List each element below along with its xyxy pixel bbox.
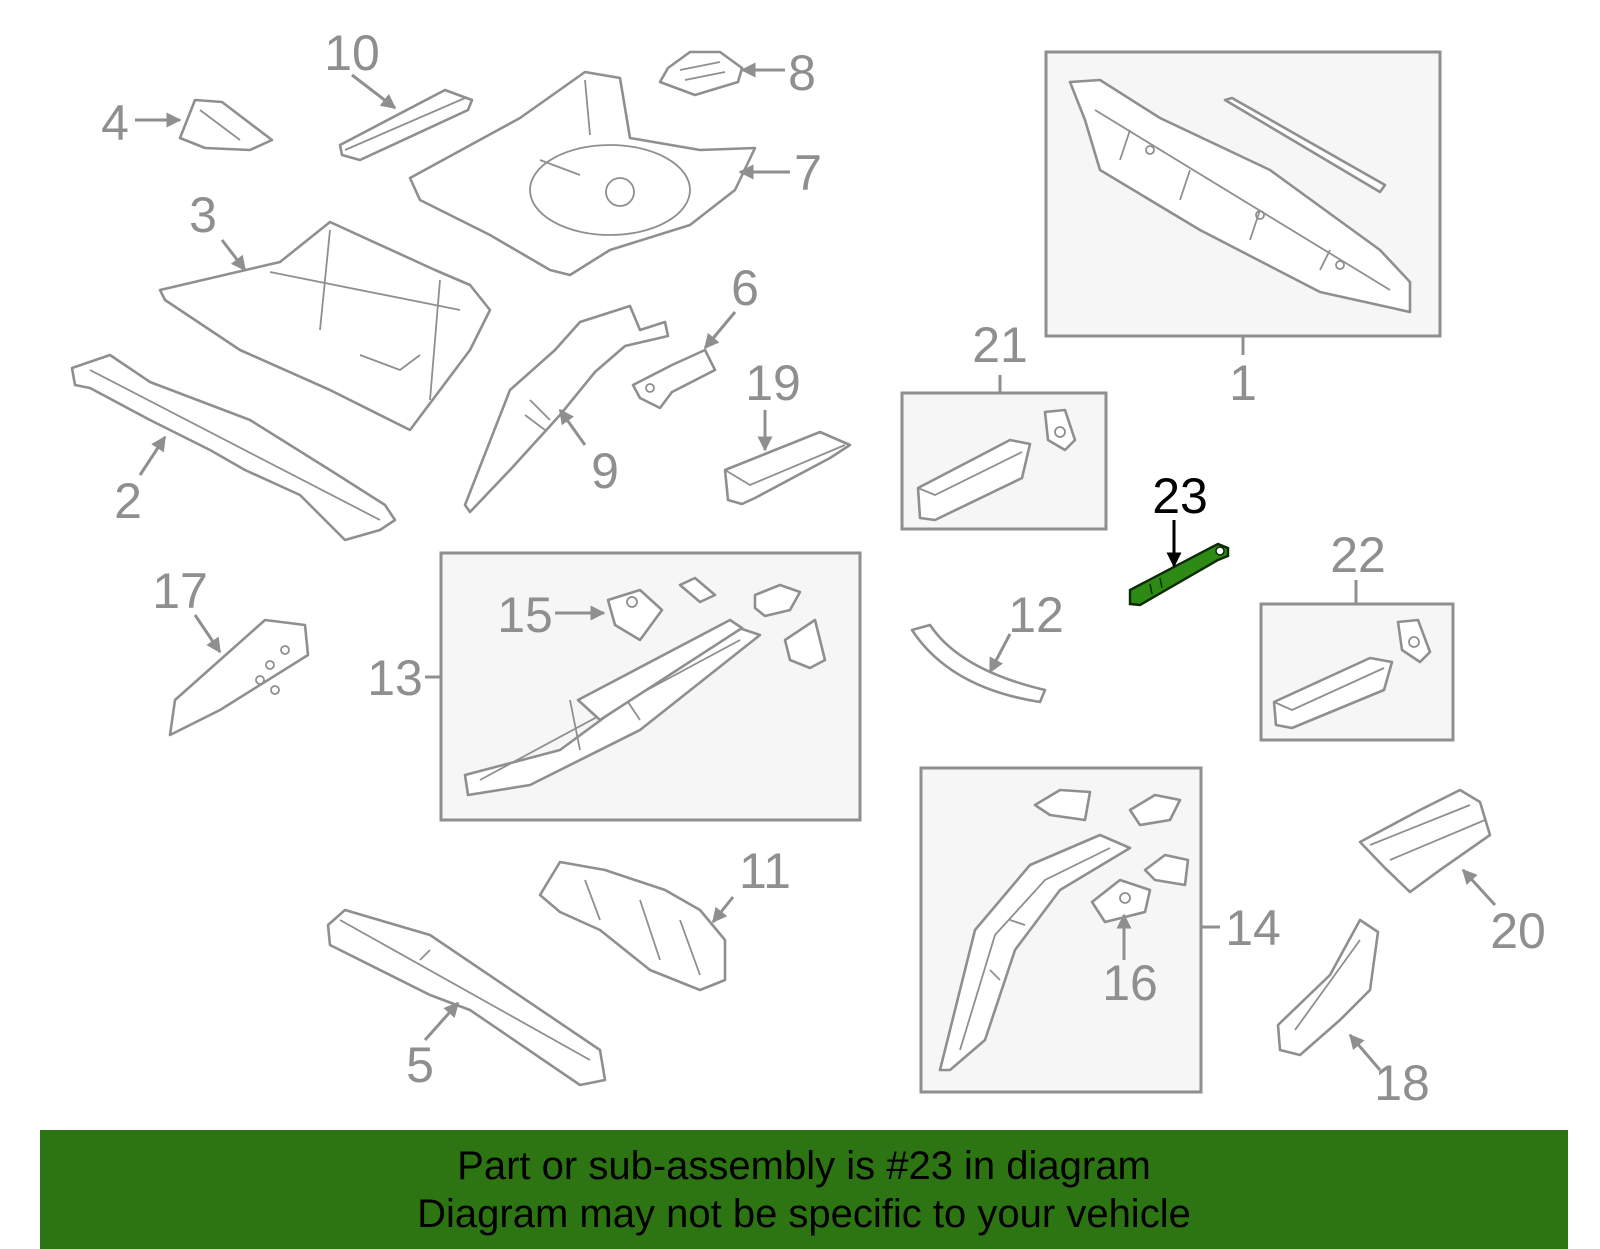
callout-18: 18 bbox=[1374, 1055, 1430, 1111]
leader-17 bbox=[193, 614, 222, 654]
part-5-cross-member bbox=[326, 908, 607, 1087]
part-17-bracket bbox=[168, 618, 310, 737]
part-12-strip bbox=[910, 623, 1047, 704]
callout-4: 4 bbox=[101, 95, 129, 151]
callout-7: 7 bbox=[794, 145, 822, 201]
part-13-small-pieces bbox=[678, 576, 827, 670]
part-4-bracket bbox=[178, 98, 274, 152]
callout-13: 13 bbox=[367, 650, 423, 706]
leader-6 bbox=[703, 311, 737, 350]
part-23-rod-highlighted bbox=[1128, 542, 1230, 607]
callout-19: 19 bbox=[745, 355, 801, 411]
leader-10 bbox=[351, 73, 397, 110]
part-2-cross-member bbox=[70, 353, 397, 542]
callout-12: 12 bbox=[1008, 587, 1064, 643]
callout-22: 22 bbox=[1330, 527, 1386, 583]
callout-3: 3 bbox=[189, 187, 217, 243]
part-19-bracket bbox=[723, 430, 852, 506]
part-18-bracket bbox=[1276, 918, 1380, 1057]
callout-20: 20 bbox=[1490, 903, 1546, 959]
part-7-spare-tire-pan bbox=[408, 70, 757, 277]
part-15-bracket bbox=[606, 588, 664, 642]
banner-line-2: Diagram may not be specific to your vehi… bbox=[417, 1191, 1191, 1236]
part-6-bracket bbox=[631, 348, 717, 410]
part-1-rear-panel bbox=[1068, 78, 1412, 314]
callout-8: 8 bbox=[788, 45, 816, 101]
callout-5: 5 bbox=[406, 1037, 434, 1093]
callout-17: 17 bbox=[152, 563, 208, 619]
part-21-bracket bbox=[916, 408, 1077, 522]
callout-11: 11 bbox=[739, 843, 791, 899]
leader-18 bbox=[1348, 1033, 1382, 1071]
part-20-bracket bbox=[1358, 788, 1492, 894]
callout-14: 14 bbox=[1225, 900, 1281, 956]
leader-11 bbox=[711, 896, 735, 924]
part-10-rail bbox=[338, 88, 474, 162]
leader-12 bbox=[988, 633, 1012, 674]
callout-23: 23 bbox=[1152, 468, 1208, 524]
leader-3 bbox=[220, 239, 247, 272]
part-14-wheelhouse bbox=[938, 833, 1132, 1072]
leader-5 bbox=[423, 1001, 460, 1041]
callout-21: 21 bbox=[972, 317, 1028, 373]
part-16-bracket bbox=[1090, 878, 1152, 924]
part-9-extension bbox=[463, 304, 670, 514]
callout-15: 15 bbox=[497, 587, 553, 643]
callout-16: 16 bbox=[1102, 955, 1158, 1011]
banner-line-1: Part or sub-assembly is #23 in diagram bbox=[457, 1143, 1151, 1188]
leader-9 bbox=[558, 408, 587, 446]
callout-9: 9 bbox=[591, 443, 619, 499]
part-14-small-pieces bbox=[1033, 788, 1190, 887]
callout-6: 6 bbox=[731, 260, 759, 316]
part-3-floor-pan bbox=[158, 220, 492, 432]
leader-20 bbox=[1461, 868, 1497, 907]
leader-2 bbox=[138, 435, 167, 476]
callout-2: 2 bbox=[114, 473, 142, 529]
callout-10: 10 bbox=[324, 25, 380, 81]
info-banner: Part or sub-assembly is #23 in diagram D… bbox=[40, 1130, 1568, 1249]
part-11-reinforcement bbox=[538, 860, 727, 992]
part-8-bracket bbox=[658, 50, 744, 97]
part-22-bracket bbox=[1272, 618, 1432, 730]
parts-diagram: 1 2 3 4 5 6 7 8 9 10 11 12 13 14 15 16 1… bbox=[70, 25, 1546, 1111]
callout-1: 1 bbox=[1229, 355, 1257, 411]
part-13-side-member bbox=[463, 618, 762, 797]
